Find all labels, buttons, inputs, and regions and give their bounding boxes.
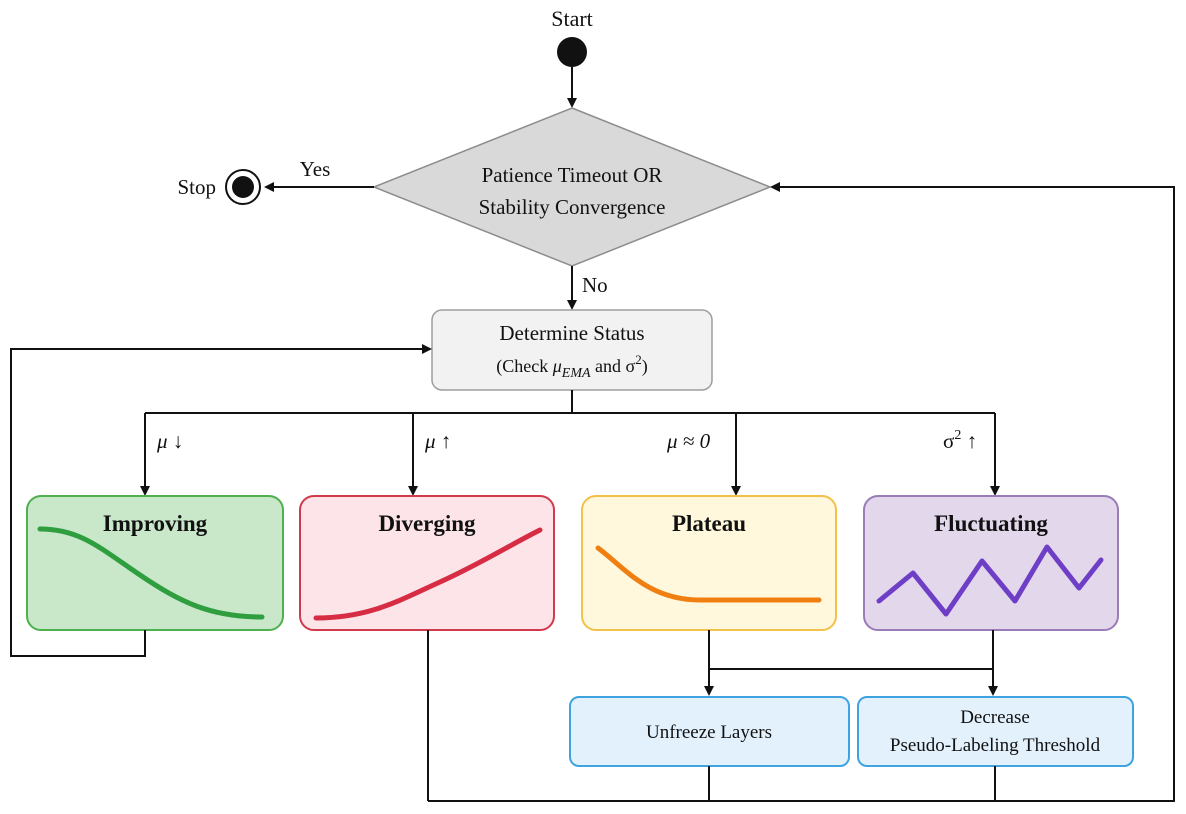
decision-line-2: Stability Convergence	[479, 195, 666, 219]
diverging-curve	[313, 527, 543, 621]
decrease-threshold-line-1: Decrease	[960, 707, 1030, 728]
plateau-title: Plateau	[672, 511, 746, 536]
improving-curve	[37, 526, 265, 620]
fluctuating-curve	[876, 544, 1104, 617]
fluctuating-box	[863, 495, 1119, 631]
decision-line-1: Patience Timeout OR	[482, 163, 663, 187]
stop-node	[232, 176, 254, 198]
improving-title: Improving	[103, 511, 208, 536]
start-label: Start	[551, 6, 593, 31]
stop-label: Stop	[177, 175, 216, 199]
condition-diverging: μ ↑	[424, 429, 451, 453]
condition-plateau: μ ≈ 0	[666, 429, 711, 453]
improving-box	[26, 495, 284, 631]
no-label: No	[582, 273, 608, 297]
determine-status-check: (Check μEMA and σ2)	[496, 352, 648, 381]
plateau-curve	[595, 545, 822, 603]
fluctuating-title: Fluctuating	[934, 511, 1048, 536]
condition-fluctuating: σ2 ↑	[943, 428, 977, 453]
diverging-title: Diverging	[378, 511, 476, 536]
unfreeze-layers-label: Unfreeze Layers	[646, 722, 772, 743]
start-node	[557, 37, 587, 67]
decision-diamond	[371, 107, 773, 267]
condition-improving: μ ↓	[156, 429, 183, 453]
yes-label: Yes	[300, 157, 331, 181]
determine-status-title: Determine Status	[499, 321, 644, 345]
return-to-decision-arrow	[428, 182, 1175, 802]
improving-loop-arrow	[10, 344, 432, 657]
decrease-threshold-line-2: Pseudo-Labeling Threshold	[890, 735, 1101, 756]
